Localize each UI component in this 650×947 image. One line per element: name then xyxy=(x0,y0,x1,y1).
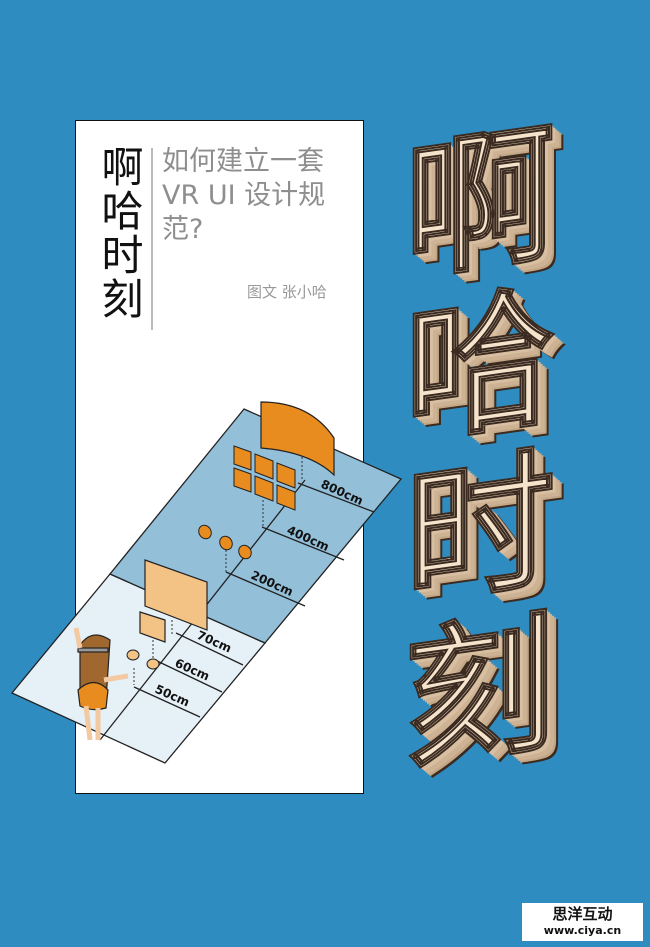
watermark-url: www.ciya.cn xyxy=(543,924,622,937)
big-char: 哈 xyxy=(404,269,556,466)
brand-vertical-title: 啊哈时刻 xyxy=(95,145,144,321)
big-char: 刻 xyxy=(404,595,556,792)
large-panel xyxy=(144,559,208,631)
girl-figure xyxy=(73,627,129,741)
near-dot xyxy=(126,649,140,661)
big-char: 啊 xyxy=(404,106,556,303)
big-char: 时 xyxy=(404,432,556,629)
near-dot xyxy=(146,658,160,670)
watermark-name: 思洋互动 xyxy=(552,905,613,923)
small-panel xyxy=(139,611,166,643)
divider xyxy=(151,148,153,330)
curved-panel xyxy=(260,401,335,477)
article-title: 如何建立一套VR UI 设计规范? xyxy=(162,146,326,245)
button-dots xyxy=(198,524,252,560)
tile-grid xyxy=(233,445,296,511)
author-credit: 图文 张小哈 xyxy=(247,283,327,301)
watermark: 思洋互动 www.ciya.cn xyxy=(522,903,643,941)
distance-lines xyxy=(133,482,375,718)
big-3d-title: 啊 哈 时 刻 xyxy=(404,106,605,792)
